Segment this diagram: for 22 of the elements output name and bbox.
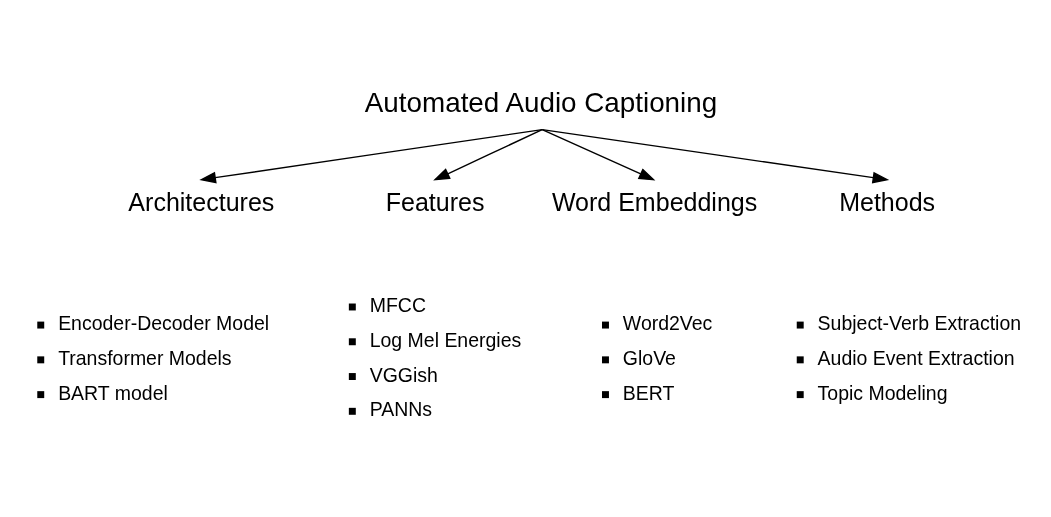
node-label: Log Mel Energies <box>369 328 522 351</box>
node-label: Word2Vec <box>622 311 713 334</box>
node-text: Automated Audio Captioning <box>364 86 718 118</box>
node-label: MFCC <box>369 293 426 316</box>
node-text: Architectures <box>128 187 275 216</box>
node-label: Transformer Models <box>58 346 232 369</box>
arrow <box>541 128 656 181</box>
node-label: Subject-Verb Extraction <box>817 311 1022 334</box>
node-label: BERT <box>622 381 675 404</box>
node-label: Encoder-Decoder Model <box>58 311 270 334</box>
node-text: Methods <box>839 187 936 216</box>
node-text: Word Embeddings <box>551 187 758 216</box>
node-label: Audio Event Extraction <box>817 346 1015 369</box>
node-label: Topic Modeling <box>817 381 948 404</box>
arrow <box>433 128 543 181</box>
node-label: VGGish <box>369 363 438 386</box>
arrow <box>199 128 543 183</box>
node-label: GloVe <box>622 346 676 369</box>
arrow <box>541 128 890 183</box>
node-text: Features <box>385 187 485 216</box>
node-label: PANNs <box>369 397 433 420</box>
node-label: BART model <box>58 381 168 404</box>
